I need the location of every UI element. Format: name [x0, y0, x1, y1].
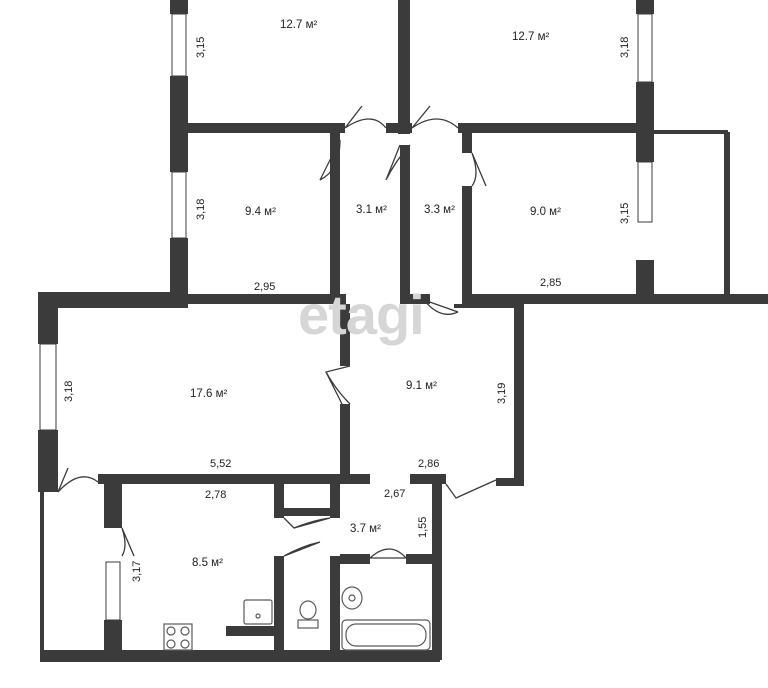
dimension-label: 3,18: [63, 380, 75, 402]
room-area-label: 8.5 м²: [192, 557, 223, 569]
room-area-label: 12.7 м²: [280, 19, 318, 31]
room-area-label: 9.0 м²: [530, 206, 561, 218]
dimension-label: 3,18: [619, 36, 631, 58]
room-area-label: 17.6 м²: [190, 388, 228, 400]
dimension-label: 3,19: [496, 382, 508, 404]
room-area-label: 9.4 м²: [245, 206, 276, 218]
room-area-label: 3.1 м²: [356, 204, 387, 216]
dimension-label: 3,18: [195, 198, 207, 220]
walls: [38, 0, 768, 662]
dimension-label: 2,95: [254, 281, 276, 293]
dimension-label: 3,15: [619, 202, 631, 224]
room-area-label: 3.7 м²: [350, 523, 381, 535]
dimension-label: 2,67: [384, 488, 406, 500]
dimension-label: 2,78: [205, 489, 227, 501]
watermark: etagi: [298, 283, 425, 346]
dimension-label: 1,55: [417, 516, 429, 538]
room-area-label: 9.1 м²: [406, 380, 437, 392]
windows: [39, 13, 653, 621]
dimension-label: 3,15: [195, 36, 207, 58]
room-area-label: 3.3 м²: [424, 204, 455, 216]
dimension-label: 3,17: [131, 560, 143, 582]
dimension-label: 5,52: [210, 458, 232, 470]
dimension-label: 2,86: [418, 458, 440, 470]
doors: [57, 105, 497, 559]
dimension-label: 2,85: [540, 277, 562, 289]
room-area-label: 12.7 м²: [512, 31, 550, 43]
bathroom-fixtures: [163, 586, 431, 651]
